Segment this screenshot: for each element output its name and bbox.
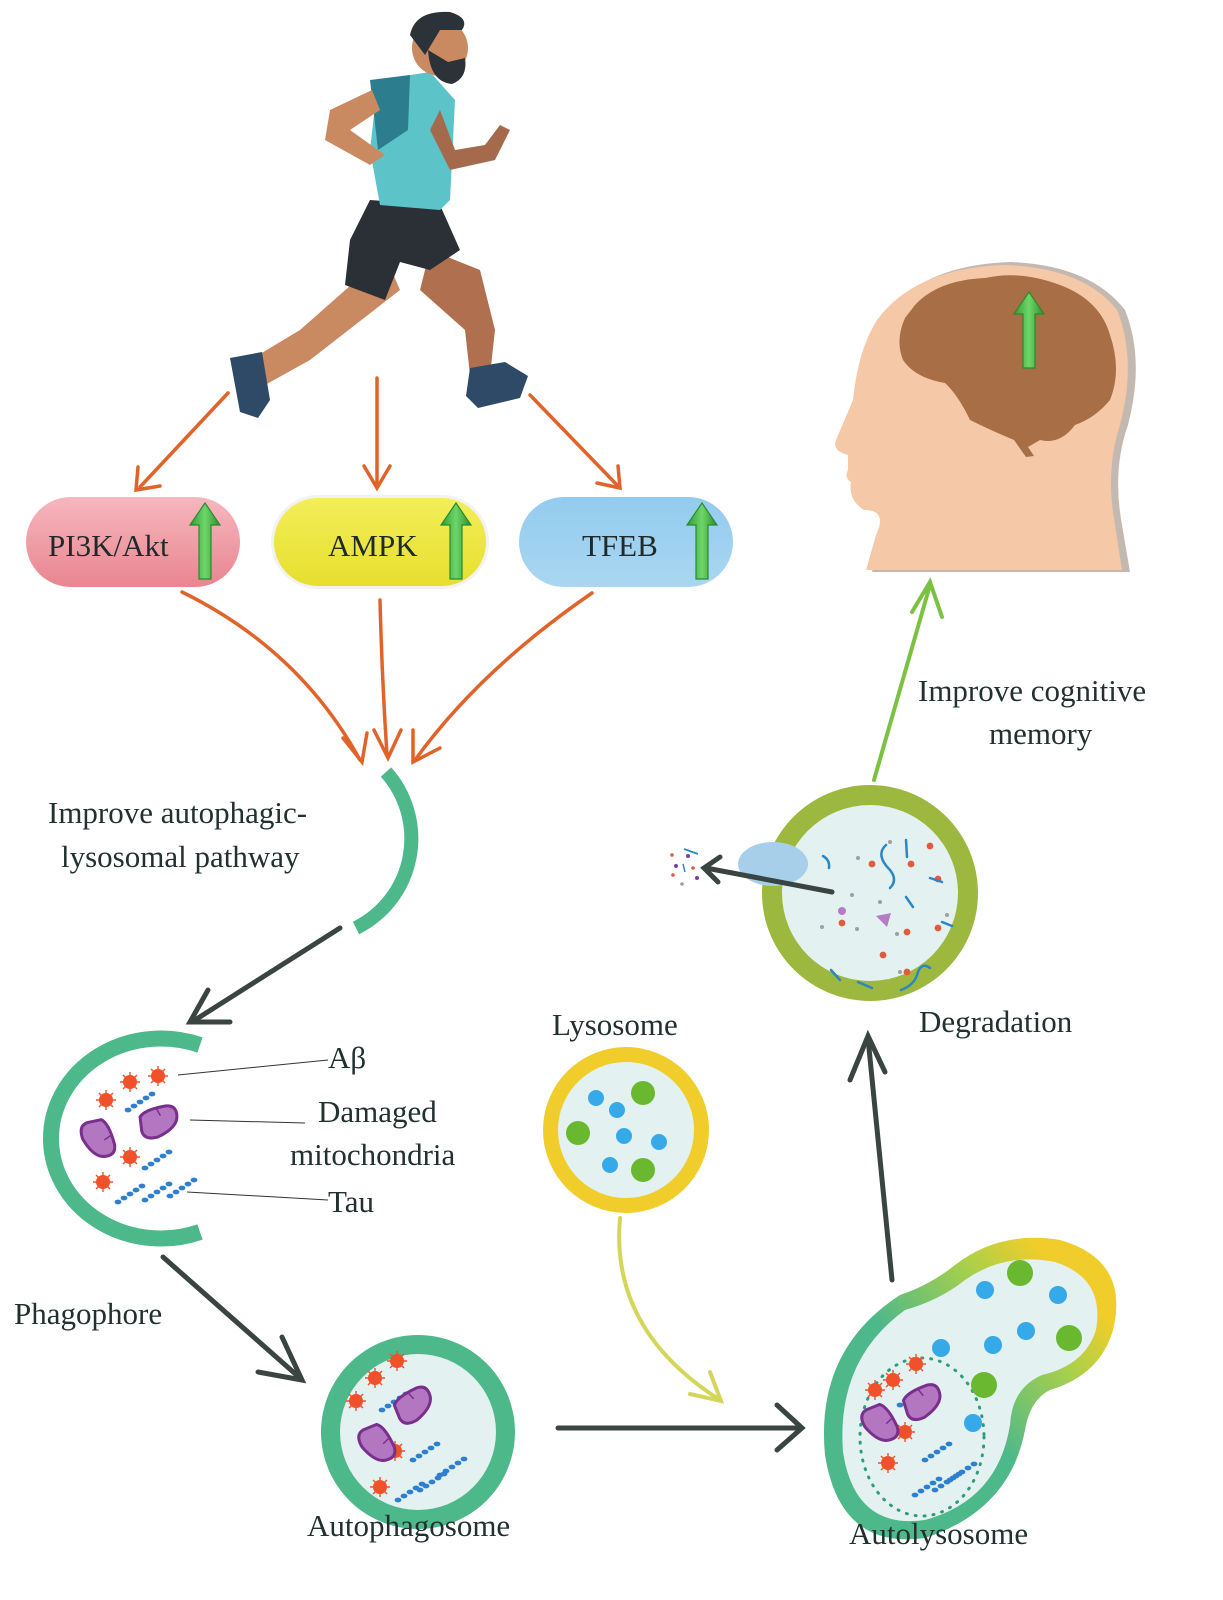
label-degradation: Degradation: [919, 1004, 1073, 1039]
arrow-lysosome-to-autolysosome: [617, 1216, 725, 1404]
pill-label-tfeb: TFEB: [582, 528, 658, 563]
arrow-autophagosome-to-autolysosome: [555, 1402, 806, 1453]
pill-ampk: AMPK: [271, 495, 489, 589]
pill-pi3k-akt: PI3K/Akt: [26, 497, 240, 587]
arrow-runner-to-tfeb: [528, 393, 620, 488]
autolysosome-icon: [823, 1237, 1117, 1540]
degradation-icon: [670, 785, 978, 1001]
arrow-to-phagophore: [185, 925, 343, 1025]
label-autolysosome: Autolysosome: [849, 1516, 1029, 1551]
arrow-ampk-to-pathway: [378, 598, 389, 757]
label-phagophore: Phagophore: [14, 1296, 163, 1331]
human-head-brain-icon: [835, 262, 1136, 572]
running-man-icon: [230, 11, 528, 418]
lysosome-icon: [543, 1047, 709, 1213]
orange-arrows-converge: [180, 590, 594, 767]
autophagosome-icon: [321, 1335, 515, 1529]
label-autophagic-line1: Improve autophagic-: [48, 795, 308, 830]
phagophore-arc-icon: [352, 767, 419, 935]
pill-label-ampk: AMPK: [328, 528, 418, 563]
arrow-degradation-to-head: [872, 577, 944, 782]
label-damaged: Damaged: [318, 1094, 437, 1129]
leader-lines: [177, 1059, 329, 1201]
label-cognitive-line2: memory: [989, 716, 1093, 751]
phagophore-icon: [43, 1030, 203, 1247]
arrow-tfeb-to-pathway: [413, 591, 594, 762]
label-tau: Tau: [328, 1184, 375, 1219]
pill-tfeb: TFEB: [519, 497, 733, 587]
label-lysosome: Lysosome: [552, 1007, 678, 1042]
orange-arrows-top: [134, 376, 622, 493]
arrow-phagophore-to-autophagosome: [160, 1254, 307, 1384]
label-abeta: Aβ: [328, 1040, 367, 1075]
label-cognitive-line1: Improve cognitive: [918, 673, 1147, 708]
arrow-pi3k-to-pathway: [180, 590, 362, 762]
label-autophagosome: Autophagosome: [307, 1508, 511, 1543]
arrow-runner-to-pi3k: [138, 391, 230, 489]
label-autophagic-line2: lysosomal pathway: [61, 839, 300, 874]
pill-label-pi3k: PI3K/Akt: [48, 528, 169, 563]
arrow-autolysosome-to-degradation: [847, 1029, 895, 1283]
label-mitochondria: mitochondria: [290, 1137, 456, 1172]
